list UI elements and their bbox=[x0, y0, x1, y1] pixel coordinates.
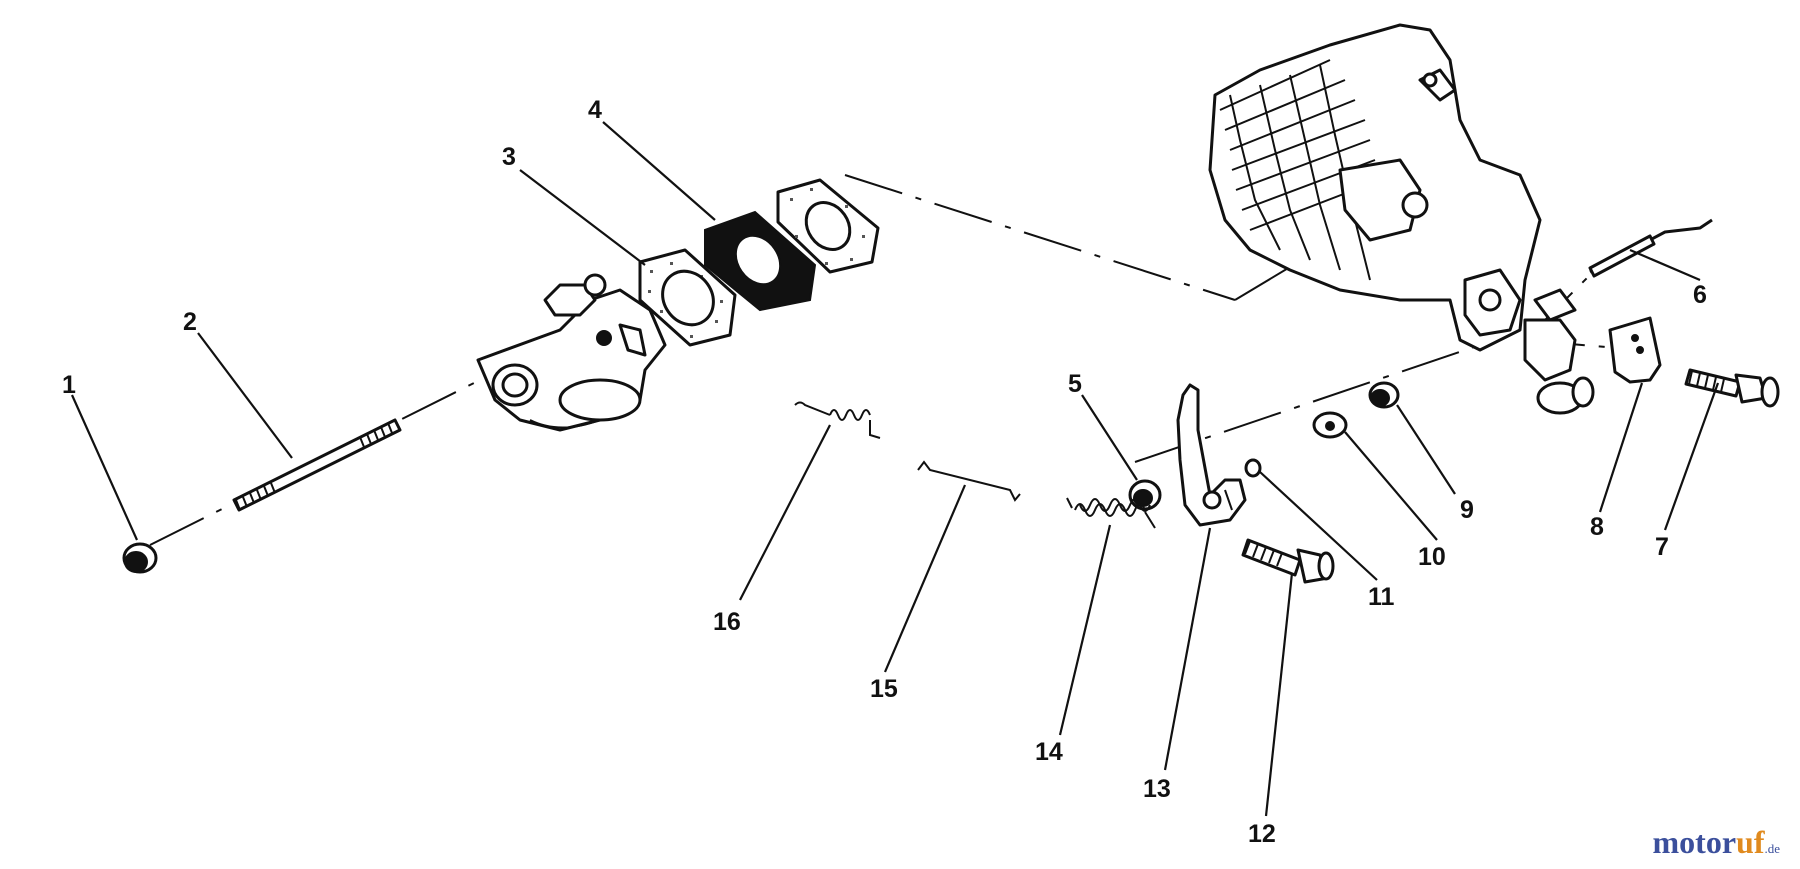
part-8-bracket bbox=[1608, 316, 1662, 384]
callout-6: 6 bbox=[1693, 281, 1707, 309]
callout-10: 10 bbox=[1418, 543, 1446, 571]
watermark-text-orange: uf bbox=[1736, 824, 1765, 860]
callout-4: 4 bbox=[588, 96, 602, 124]
callout-2: 2 bbox=[183, 308, 197, 336]
callout-15: 15 bbox=[870, 675, 898, 703]
part-7-bolt bbox=[1684, 368, 1780, 408]
part-12-bolt bbox=[1241, 538, 1335, 584]
callout-16: 16 bbox=[713, 608, 741, 636]
watermark-logo: motoruf.de bbox=[1653, 824, 1781, 861]
part-4-insulator bbox=[704, 210, 817, 312]
callout-7: 7 bbox=[1655, 533, 1669, 561]
carburetor-body bbox=[476, 273, 667, 432]
watermark-suffix: .de bbox=[1764, 841, 1780, 856]
callout-12: 12 bbox=[1248, 820, 1276, 848]
watermark-text-blue: motor bbox=[1652, 824, 1737, 860]
part-5-nut bbox=[1128, 479, 1162, 511]
part-6-governor-rod bbox=[1588, 218, 1713, 278]
callout-1: 1 bbox=[62, 371, 76, 399]
part-11-clip bbox=[1244, 458, 1262, 478]
callout-8: 8 bbox=[1590, 513, 1604, 541]
manifold-gasket bbox=[776, 178, 880, 274]
part-14-spring bbox=[1066, 497, 1156, 529]
callout-11: 11 bbox=[1368, 583, 1395, 611]
part-3-gasket bbox=[638, 248, 737, 347]
engine-cylinder-block bbox=[1208, 23, 1595, 415]
callout-labels: 1 2 3 4 5 6 7 8 9 10 11 12 13 14 15 16 bbox=[62, 96, 1707, 848]
part-10-washer bbox=[1312, 411, 1348, 439]
part-13-governor-lever bbox=[1176, 383, 1247, 527]
part-9-bushing bbox=[1368, 381, 1400, 409]
part-2-stud bbox=[232, 418, 402, 512]
watermark-text: motoruf bbox=[1653, 824, 1765, 860]
callout-5: 5 bbox=[1068, 370, 1082, 398]
callout-3: 3 bbox=[502, 143, 516, 171]
part-1-cap-nut bbox=[122, 542, 158, 574]
part-15-link-wire bbox=[917, 460, 1021, 502]
part-16-spring bbox=[794, 401, 881, 439]
callout-14: 14 bbox=[1035, 738, 1063, 766]
leader-lines bbox=[70, 121, 1720, 817]
callout-9: 9 bbox=[1460, 496, 1474, 524]
callout-13: 13 bbox=[1143, 775, 1171, 803]
